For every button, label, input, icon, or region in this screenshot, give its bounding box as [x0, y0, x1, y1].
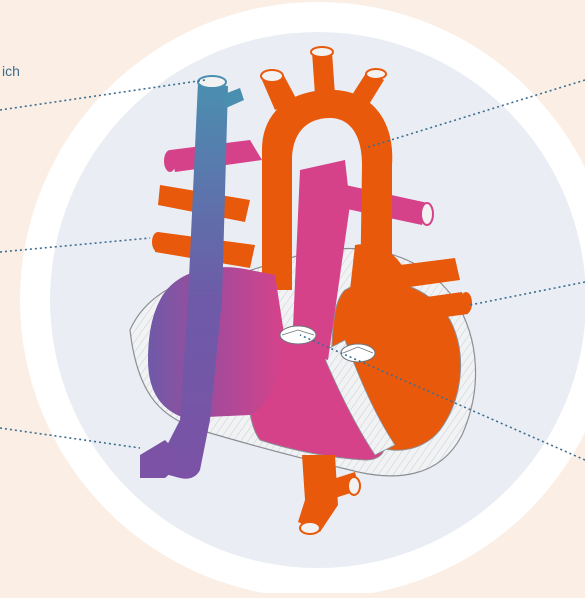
- left-carotid-artery: [312, 52, 335, 95]
- pulmonary-vein-right-cap: [460, 292, 472, 314]
- pulmonary-vein-cap: [152, 232, 164, 252]
- right-pulmonary-artery-cap: [421, 203, 433, 225]
- descending-aorta-cap: [348, 477, 360, 495]
- aortic-valve: [341, 344, 375, 362]
- brachiocephalic-artery-cap: [261, 70, 283, 82]
- superior-vena-cava-cap: [198, 76, 226, 88]
- left-subclavian-artery-cap: [366, 69, 386, 79]
- left-pulmonary-artery-cap: [164, 150, 176, 172]
- left-carotid-artery-cap: [311, 47, 333, 57]
- descending-aorta-cap-bottom: [300, 522, 320, 534]
- pulmonary-valve: [280, 326, 316, 344]
- callout-label-top-left: ich: [2, 64, 20, 78]
